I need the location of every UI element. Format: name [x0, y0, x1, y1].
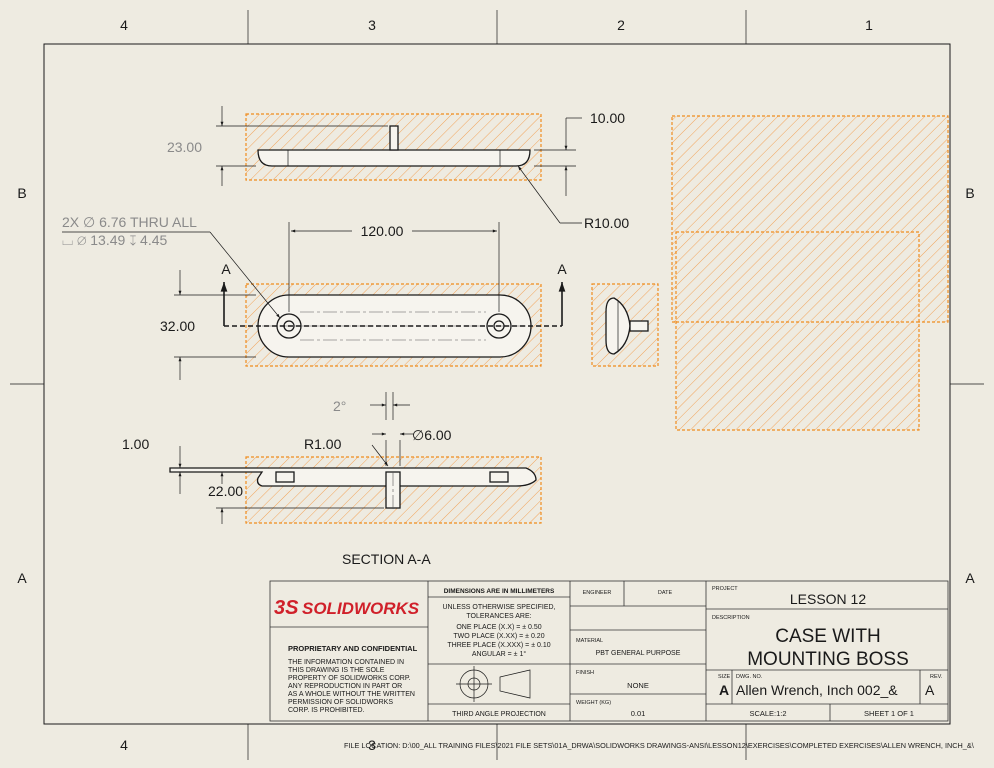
hole-callout-line-1: 2X ∅ 6.76 THRU ALL — [62, 214, 197, 230]
zone-bottom-3: 3 — [368, 737, 376, 753]
side-view — [605, 297, 649, 355]
tolerance-line: ONE PLACE (X.X) = ± 0.50 — [456, 624, 541, 631]
zone-top-3: 3 — [368, 17, 376, 33]
engineer-label: ENGINEER — [583, 590, 612, 596]
date-label: DATE — [658, 590, 673, 596]
dim-radius-10: R10.00 — [584, 215, 629, 231]
finish-label: FINISH — [576, 670, 594, 676]
hole-callout-line-2: ⌴ ∅ 13.49 ↧ 4.45 — [62, 232, 168, 248]
logo-ds: 3S — [274, 597, 299, 619]
front-view — [62, 222, 566, 380]
dim-depth-22: 22.00 — [208, 483, 243, 499]
proprietary-line: THIS DRAWING IS THE SOLE — [288, 667, 385, 674]
section-view — [169, 392, 537, 524]
section-marker-left: A — [221, 261, 231, 277]
dims-header: DIMENSIONS ARE IN MILLIMETERS — [444, 588, 555, 595]
rev-value: A — [925, 682, 935, 698]
scale-value: SCALE:1:2 — [749, 709, 786, 718]
tolerance-line: UNLESS OTHERWISE SPECIFIED, — [442, 604, 555, 611]
proprietary-line: AS A WHOLE WITHOUT THE WRITTEN — [288, 691, 415, 698]
tolerance-line: TOLERANCES ARE: — [466, 613, 531, 620]
rev-label: REV. — [930, 674, 943, 680]
tolerance-line: TWO PLACE (X.XX) = ± 0.20 — [453, 633, 544, 640]
zone-labels: 4 3 2 1 4 3 B A B A — [17, 17, 975, 753]
finish-value: NONE — [627, 681, 649, 690]
dim-radius-1: R1.00 — [304, 436, 342, 452]
proprietary-line: CORP. IS PROHIBITED. — [288, 707, 365, 714]
zone-right-b: B — [965, 185, 974, 201]
proprietary-line: THE INFORMATION CONTAINED IN — [288, 659, 404, 666]
zone-left-a: A — [17, 570, 27, 586]
dim-height-23: 23.00 — [167, 139, 202, 155]
dwg-no-label: DWG. NO. — [736, 674, 763, 680]
sheet-border — [10, 10, 984, 760]
section-label: SECTION A-A — [342, 551, 431, 567]
description-line-2: MOUNTING BOSS — [747, 649, 909, 670]
size-label: SIZE — [718, 674, 731, 680]
size-value: A — [719, 682, 729, 698]
zone-left-b: B — [17, 185, 26, 201]
zone-top-4: 4 — [120, 17, 128, 33]
file-location: FILE LOCATION: D:\00_ALL TRAINING FILES\… — [344, 741, 975, 750]
dim-width-32: 32.00 — [160, 318, 195, 334]
zone-right-a: A — [965, 570, 975, 586]
description-label: DESCRIPTION — [712, 615, 750, 621]
proprietary-line: PERMISSION OF SOLIDWORKS — [288, 699, 393, 706]
dim-wall-1: 1.00 — [122, 436, 149, 452]
logo-text: SOLIDWORKS — [302, 599, 420, 618]
projection-label: THIRD ANGLE PROJECTION — [452, 711, 546, 718]
proprietary-title: PROPRIETARY AND CONFIDENTIAL — [288, 644, 418, 653]
zone-top-2: 2 — [617, 17, 625, 33]
dim-length-120: 120.00 — [361, 223, 404, 239]
description-line-1: CASE WITH — [775, 626, 881, 647]
dim-draft-angle: 2° — [333, 398, 346, 414]
tolerance-line: ANGULAR = ± 1° — [472, 650, 526, 658]
project-label: PROJECT — [712, 586, 738, 592]
dim-boss-diameter: ∅6.00 — [412, 427, 452, 443]
weight-label: WEIGHT (KG) — [576, 700, 611, 706]
tolerance-text: UNLESS OTHERWISE SPECIFIED, TOLERANCES A… — [442, 604, 555, 658]
dwg-no-value: Allen Wrench, Inch 002_& — [736, 682, 898, 698]
weight-value: 0.01 — [631, 709, 646, 718]
proprietary-text: THE INFORMATION CONTAINED IN THIS DRAWIN… — [288, 659, 415, 714]
top-view — [216, 106, 582, 224]
title-block — [269, 580, 949, 722]
solidworks-logo: 3S SOLIDWORKS — [274, 597, 420, 619]
proprietary-line: PROPERTY OF SOLIDWORKS CORP. — [288, 675, 411, 682]
project-value: LESSON 12 — [790, 591, 866, 607]
dim-thickness-10: 10.00 — [590, 110, 625, 126]
material-label: MATERIAL — [576, 638, 603, 644]
sheet-value: SHEET 1 OF 1 — [864, 709, 914, 718]
proprietary-line: ANY REPRODUCTION IN PART OR — [288, 683, 402, 690]
tolerance-line: THREE PLACE (X.XXX) = ± 0.10 — [447, 642, 550, 649]
section-marker-right: A — [557, 261, 567, 277]
material-value: PBT GENERAL PURPOSE — [596, 650, 681, 657]
zone-bottom-4: 4 — [120, 737, 128, 753]
zone-top-1: 1 — [865, 17, 873, 33]
